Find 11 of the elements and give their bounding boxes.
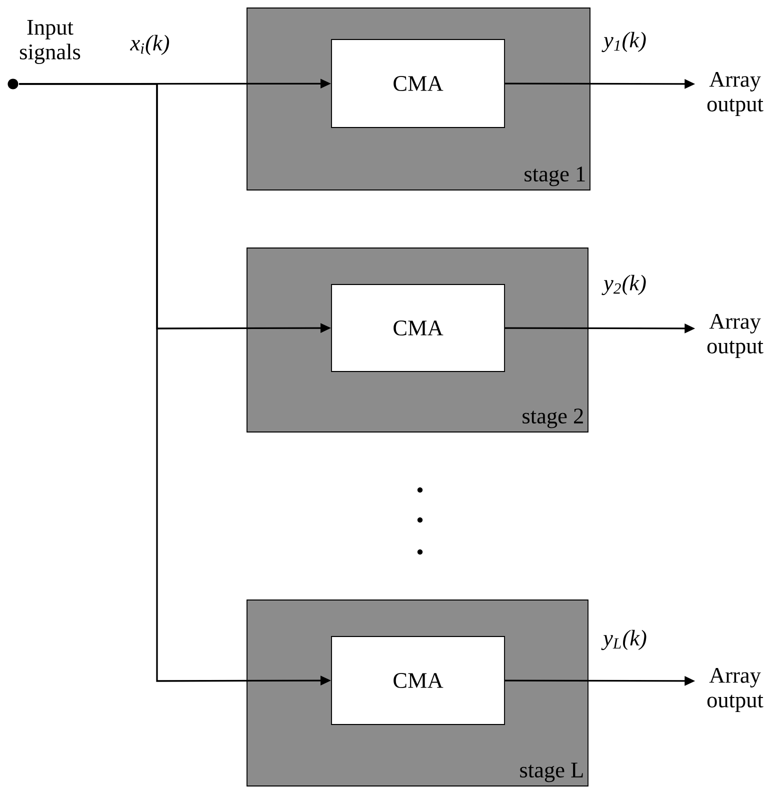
process-box: CMA	[331, 39, 505, 128]
output-label: Array output	[707, 668, 764, 712]
edge-label: y$_{2}$(k)	[602, 274, 646, 296]
edge-label: x$_{i}$(k)	[130, 34, 170, 56]
edge-label: y$_{L}$(k)	[601, 630, 646, 650]
process-box: CMA	[331, 284, 505, 372]
process-box: CMA	[331, 636, 505, 725]
output-label: Array output	[707, 72, 764, 116]
output-label: Array output	[707, 314, 764, 358]
input-label: Input signals	[20, 20, 80, 64]
edge-label: y$_{1}$(k)	[602, 32, 646, 52]
